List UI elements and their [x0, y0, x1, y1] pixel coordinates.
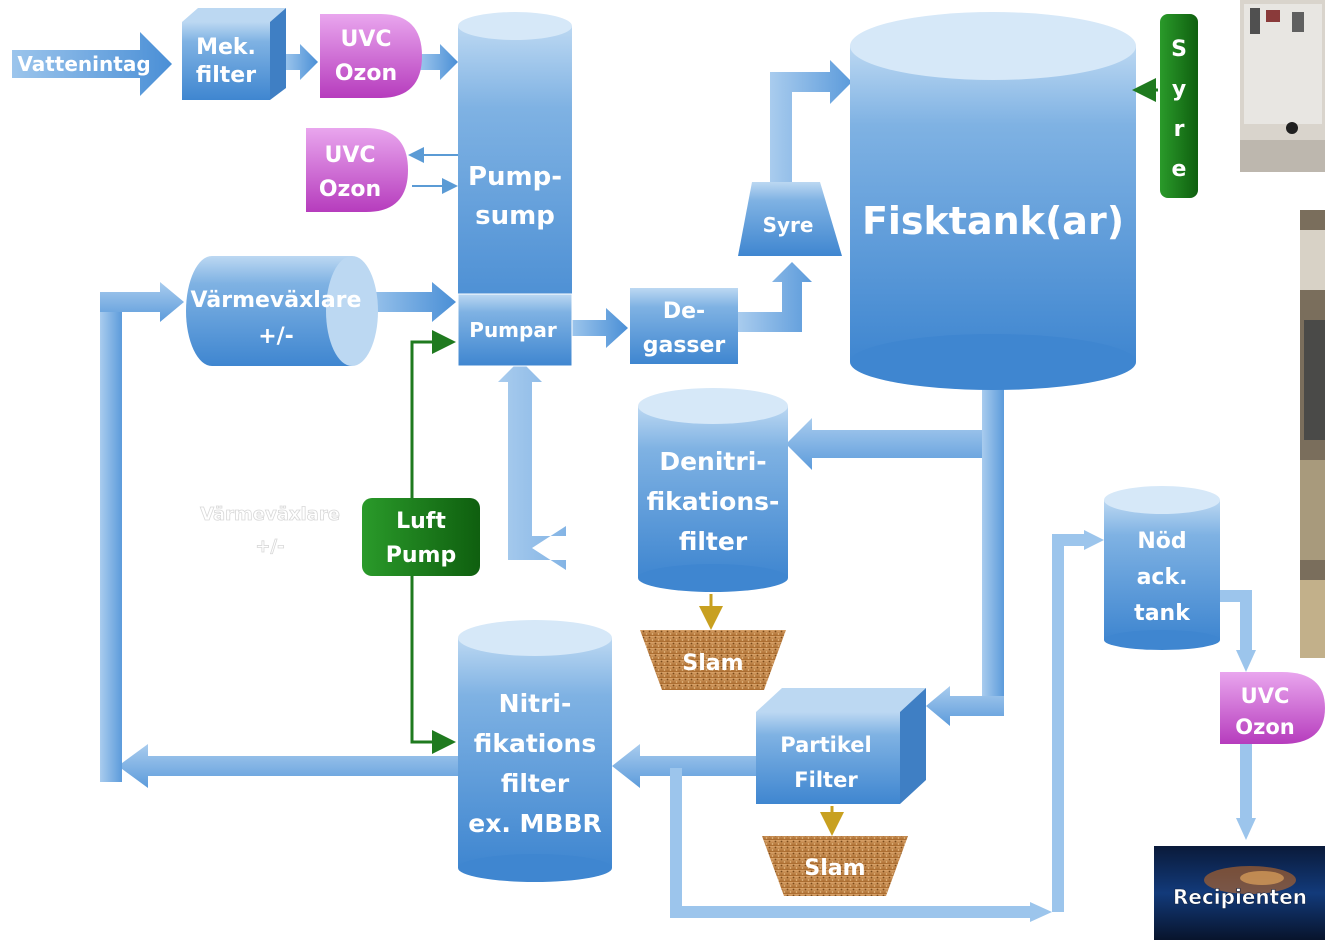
- intake-arrow: [12, 32, 172, 96]
- fisktank-to-denitri-arrow: [786, 418, 982, 470]
- recipienten-label: Recipienten: [1173, 885, 1307, 909]
- nitri-label-2: fikations: [474, 729, 596, 758]
- pumpsump-label-1: Pump-: [468, 162, 562, 192]
- syre-cone: Syre: [738, 182, 842, 256]
- syre-supply-bar: S y r e: [1132, 14, 1198, 198]
- syre-bar-r: r: [1174, 117, 1185, 142]
- slam-bin-1: Slam: [640, 630, 786, 690]
- varmevaxlare-unit: Värmeväxlare +/-: [186, 256, 378, 366]
- return-to-varme-arrow: [100, 282, 184, 322]
- varmevaxlare-label-2: +/-: [258, 324, 294, 349]
- nod-ack-tank: Nöd ack. tank: [1104, 486, 1220, 650]
- denitri-label-3: filter: [679, 527, 748, 556]
- mek-to-uvc-arrow: [285, 44, 318, 80]
- pumpsump-label-2: sump: [475, 201, 555, 231]
- bypass-riser-head: [1084, 530, 1104, 550]
- fisktank-tank: Fisktank(ar): [850, 12, 1136, 390]
- nitri-label-1: Nitri-: [499, 689, 572, 718]
- uvc-side-unit: UVC Ozon: [306, 128, 408, 212]
- fisktank-to-partikel-arrow: [926, 686, 1004, 726]
- denitri-label-1: Denitri-: [659, 447, 766, 476]
- fisktank-label: Fisktank(ar): [862, 199, 1124, 243]
- syre-cone-label: Syre: [763, 213, 814, 237]
- nitri-label-3: filter: [501, 769, 570, 798]
- nod-to-uvc-head: [1236, 650, 1256, 672]
- slam-bin-2: Slam: [762, 836, 908, 896]
- varme-to-pumpsump-arrow: [366, 282, 456, 322]
- bypass-riser: [1052, 534, 1086, 912]
- pumpar-box: Pumpar: [457, 293, 573, 367]
- uvc-top-label-1: UVC: [340, 27, 391, 52]
- uvc-top-label-2: Ozon: [335, 61, 397, 86]
- bypass-arrowhead: [1030, 902, 1052, 922]
- varmevaxlare-ghost-label: Värmeväxlare +/-: [200, 504, 341, 558]
- slam-1-label: Slam: [682, 651, 743, 676]
- partikel-label-1: Partikel: [780, 733, 871, 757]
- nod-label-3: tank: [1134, 601, 1191, 626]
- ghost-label-2: +/-: [255, 536, 284, 557]
- mek-filter-label-1: Mek.: [196, 35, 256, 60]
- mek-filter-box: Mek. filter: [182, 8, 286, 100]
- partikel-label-2: Filter: [794, 768, 858, 792]
- partikel-filter: Partikel Filter: [756, 688, 926, 804]
- uvc-top-unit: UVC Ozon: [320, 14, 422, 98]
- uvc-right-label-1: UVC: [1241, 684, 1290, 708]
- luft-pump: Luft Pump: [362, 498, 480, 576]
- nitri-label-4: ex. MBBR: [468, 809, 602, 838]
- bypass-pipe: [670, 768, 1030, 918]
- luft-pump-label-2: Pump: [386, 543, 456, 568]
- partikel-to-nitri-arrow: [612, 744, 756, 788]
- denitri-label-2: fikations-: [647, 487, 780, 516]
- air-line-up: [410, 330, 456, 498]
- syre-bar-e: e: [1172, 157, 1187, 182]
- denitri-to-pumpar-arrow: [498, 360, 638, 570]
- syre-to-fisktank-arrow: [770, 60, 852, 182]
- nod-label-1: Nöd: [1137, 529, 1186, 554]
- fisktank-outlet-pipe: [982, 388, 1004, 714]
- nod-to-uvc-pipe: [1212, 590, 1252, 652]
- degasser-label-1: De-: [663, 299, 705, 324]
- pumpar-to-degasser-arrow: [572, 308, 628, 348]
- uvc-side-label-2: Ozon: [319, 177, 381, 202]
- ghost-label-1: Värmeväxlare: [200, 504, 340, 525]
- pumpar-label: Pumpar: [469, 318, 557, 342]
- uvc-right-unit: UVC Ozon: [1220, 672, 1325, 744]
- uvc-right-label-2: Ozon: [1235, 715, 1294, 739]
- return-riser-pipe: [100, 292, 122, 782]
- luft-pump-label-1: Luft: [396, 509, 446, 534]
- syre-bar-s: S: [1171, 37, 1187, 62]
- vattenintag-label: Vattenintag: [17, 52, 150, 76]
- degasser-label-2: gasser: [643, 333, 726, 358]
- nitri-filter: Nitri- fikations filter ex. MBBR: [458, 620, 612, 882]
- degasser-to-syre-arrow: [738, 262, 812, 332]
- nod-label-2: ack.: [1137, 565, 1188, 590]
- syre-bar-y: y: [1172, 77, 1186, 102]
- uvc-to-pumpsump-arrow: [420, 44, 458, 80]
- slam-2-label: Slam: [804, 856, 865, 881]
- nitri-return-arrow: [118, 744, 458, 788]
- equipment-photo-top: [1240, 0, 1325, 172]
- equipment-photo-middle: [1300, 210, 1325, 658]
- degasser-box: De- gasser: [630, 288, 738, 364]
- uvc-side-label-1: UVC: [324, 143, 375, 168]
- recipienten-image: Recipienten: [1154, 846, 1325, 940]
- flow-pipes: [12, 32, 1256, 922]
- varmevaxlare-label-1: Värmeväxlare: [191, 288, 362, 313]
- uvc-to-recip-head: [1236, 818, 1256, 840]
- air-line-down: [410, 576, 456, 754]
- mek-filter-label-2: filter: [196, 63, 256, 88]
- denitri-filter: Denitri- fikations- filter: [638, 388, 788, 592]
